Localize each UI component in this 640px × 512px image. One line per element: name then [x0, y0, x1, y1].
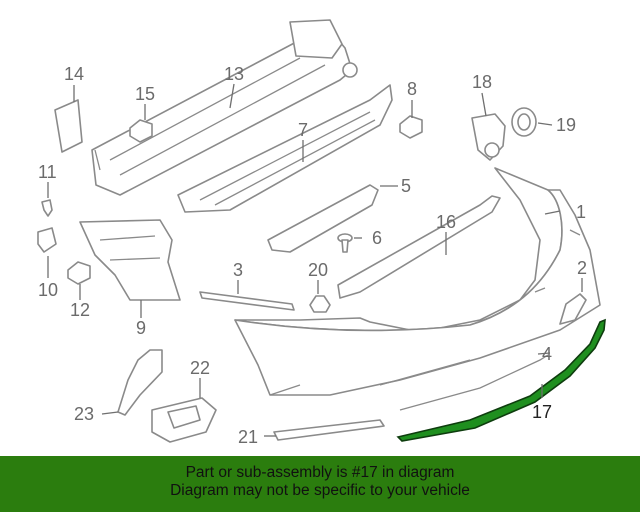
callout-8: 8 [407, 79, 417, 99]
callout-17-highlighted: 17 [532, 402, 552, 422]
callout-23: 23 [74, 404, 94, 424]
callout-4: 4 [542, 344, 552, 364]
callout-13: 13 [224, 64, 244, 84]
part-14-plate [54, 99, 83, 153]
part-23-bracket [117, 349, 163, 416]
callout-16: 16 [436, 212, 456, 232]
callout-14: 14 [64, 64, 84, 84]
callout-7: 7 [298, 120, 308, 140]
callout-12: 12 [70, 300, 90, 320]
part-16-strip [337, 195, 501, 299]
part-20-clip [309, 295, 331, 313]
part-10-clip [37, 227, 57, 253]
callout-19: 19 [556, 115, 576, 135]
callout-3: 3 [233, 260, 243, 280]
callout-labels: 14 15 13 8 7 18 19 5 1 11 6 16 10 12 9 3… [38, 64, 587, 447]
callout-2: 2 [577, 258, 587, 278]
part-6-screw [337, 233, 353, 253]
callout-5: 5 [401, 176, 411, 196]
part-13-reinforcement-beam [91, 19, 358, 196]
callout-20: 20 [308, 260, 328, 280]
part-1-bumper-cover [234, 167, 601, 396]
part-5-guide-bracket [267, 184, 379, 253]
callout-10: 10 [38, 280, 58, 300]
banner-line-disclaimer: Diagram may not be specific to your vehi… [170, 482, 470, 499]
part-22-holder [151, 397, 217, 443]
callout-18: 18 [472, 72, 492, 92]
part-17-diffuser-trim-highlighted [396, 318, 606, 442]
part-11-clip [41, 199, 53, 217]
callout-9: 9 [136, 318, 146, 338]
part-3-trim [199, 291, 295, 311]
part-9-side-bracket [79, 219, 181, 301]
part-7-energy-absorber [177, 84, 393, 213]
exploded-parts-diagram: 14 15 13 8 7 18 19 5 1 11 6 16 10 12 9 3… [37, 19, 606, 447]
part-21-strip [273, 419, 385, 441]
part-19-sensor-ring [511, 107, 537, 137]
part-8-nut [399, 115, 423, 139]
part-4-lower-trim [399, 354, 549, 411]
fitment-notice-banner: Part or sub-assembly is #17 in diagram D… [0, 456, 640, 512]
part-2-bracket [559, 293, 587, 325]
part-18-parking-sensor [471, 113, 506, 161]
callout-6: 6 [372, 228, 382, 248]
callout-1: 1 [576, 202, 586, 222]
banner-line-part-number: Part or sub-assembly is #17 in diagram [185, 464, 455, 481]
callout-21: 21 [238, 427, 258, 447]
leader-lines [47, 83, 583, 437]
part-12-nut [67, 261, 91, 285]
callout-22: 22 [190, 358, 210, 378]
callout-15: 15 [135, 84, 155, 104]
callout-11: 11 [38, 162, 57, 182]
part-15-nut [129, 119, 153, 143]
